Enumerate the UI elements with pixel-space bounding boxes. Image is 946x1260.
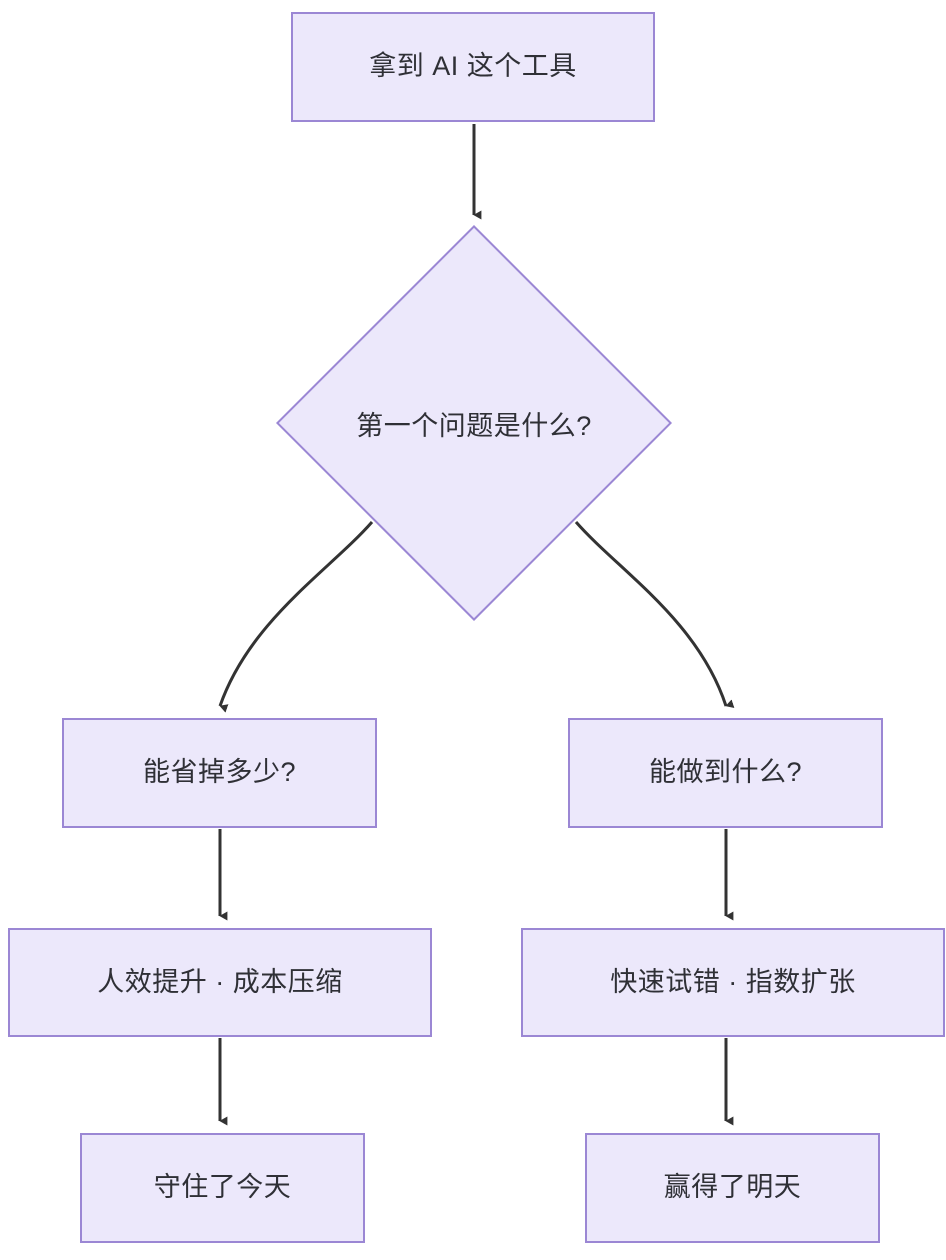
node-left-result-label: 守住了今天: [153, 1172, 292, 1203]
node-right-outcome-label: 快速试错 · 指数扩张: [610, 966, 856, 997]
node-left-outcome-label: 人效提升 · 成本压缩: [97, 966, 343, 997]
node-right-branch-label: 能做到什么?: [648, 757, 803, 788]
node-left-result[interactable]: 守住了今天: [80, 1133, 365, 1243]
node-start-label: 拿到 AI 这个工具: [369, 51, 577, 82]
node-right-branch[interactable]: 能做到什么?: [568, 718, 883, 828]
node-decision-label: 第一个问题是什么?: [356, 410, 592, 441]
node-right-outcome[interactable]: 快速试错 · 指数扩张: [521, 928, 945, 1037]
node-left-outcome[interactable]: 人效提升 · 成本压缩: [8, 928, 432, 1037]
node-left-branch[interactable]: 能省掉多少?: [62, 718, 377, 828]
node-start[interactable]: 拿到 AI 这个工具: [291, 12, 655, 122]
node-decision[interactable]: 第一个问题是什么?: [276, 225, 672, 621]
node-right-result-label: 赢得了明天: [663, 1172, 802, 1203]
node-right-result[interactable]: 赢得了明天: [585, 1133, 880, 1243]
node-left-branch-label: 能省掉多少?: [142, 757, 297, 788]
